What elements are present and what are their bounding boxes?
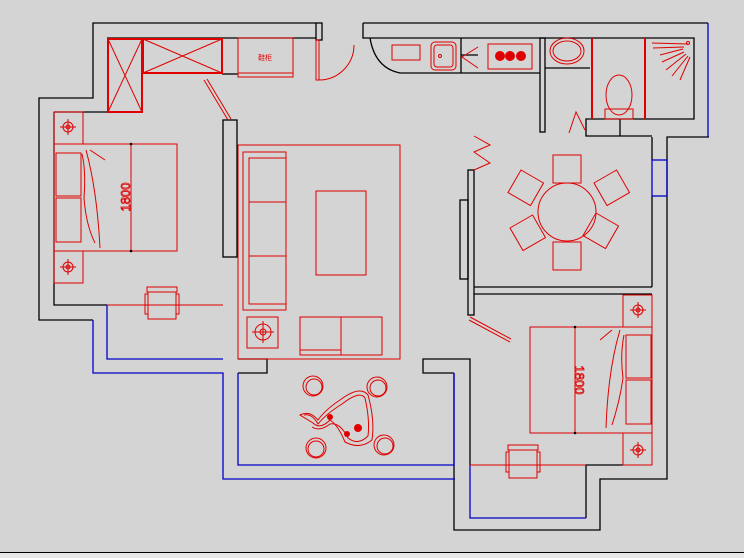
kitchen-fixtures [391, 37, 691, 120]
lamp-icon [630, 302, 646, 318]
lamp-icon [630, 442, 646, 458]
balcony-tea-set [298, 375, 395, 459]
armchair-icon [144, 286, 180, 320]
living-room-furniture [237, 144, 401, 360]
lamp-icon [60, 259, 76, 275]
status-bar [0, 552, 744, 558]
windows [92, 23, 709, 519]
shoe-cabinet: 鞋柜 [237, 37, 294, 78]
armchair-icon [505, 444, 541, 479]
walls [38, 22, 709, 531]
lamp-icon [60, 119, 76, 135]
right-bed-dimension: 1800 [572, 366, 587, 395]
left-bed-dimension: 1800 [118, 183, 133, 212]
lamp-icon [252, 321, 274, 343]
shoe-cabinet-label: 鞋柜 [258, 53, 272, 62]
dining-table [507, 154, 631, 271]
doors [203, 39, 586, 343]
right-bedroom-furniture: 1800 [470, 294, 653, 479]
wardrobes [107, 38, 223, 113]
left-bedroom-furniture: 1800 [53, 111, 223, 320]
